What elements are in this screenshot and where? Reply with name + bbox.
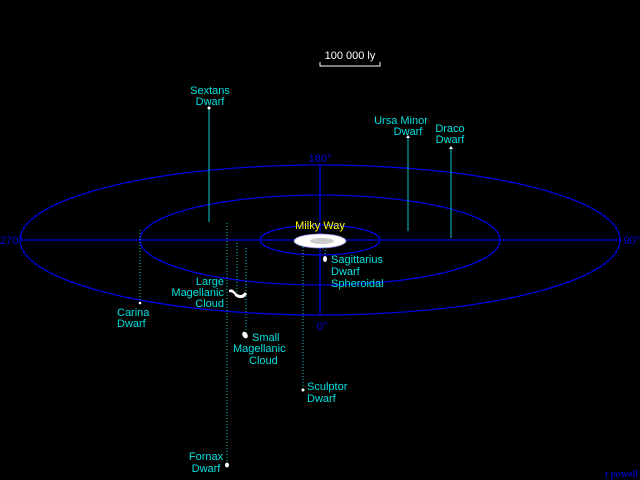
carina-label-line: Carina <box>117 307 150 319</box>
ursa-minor-dot <box>406 135 410 138</box>
label-270: 270° <box>0 235 23 247</box>
lmc-label: Large Magellanic Cloud <box>171 276 224 310</box>
scale-label: 100 000 ly <box>325 50 376 62</box>
lmc-label-line: Large <box>196 276 224 288</box>
milky-way-bulge <box>310 238 334 244</box>
fornax-label-line: Dwarf <box>192 463 222 475</box>
sagittarius-label-line: Dwarf <box>331 266 361 278</box>
sagittarius-label: Sagittarius Dwarf Spheroidal <box>331 254 384 290</box>
sculptor-label: Sculptor Dwarf <box>307 381 348 405</box>
sculptor-label-line: Sculptor <box>307 381 348 393</box>
fornax-label: Fornax Dwarf <box>189 451 224 475</box>
label-0: 0° <box>317 321 328 333</box>
smc-label: Small Magellanic Cloud <box>233 332 286 367</box>
sculptor-dot <box>301 388 305 392</box>
smc-label-line: Small <box>252 332 280 344</box>
smc-blob <box>242 331 248 339</box>
ursa-minor-label-line: Ursa Minor <box>374 115 428 127</box>
lmc-blob <box>229 289 247 299</box>
sextans-dot <box>207 106 211 110</box>
carina-label: Carina Dwarf <box>117 307 150 330</box>
axis-labels: 180° 0° 270° 90° <box>0 153 640 333</box>
sextans-label: Sextans Dwarf <box>190 85 230 108</box>
sagittarius-blob <box>323 256 327 262</box>
milky-way-label: Milky Way <box>295 220 345 232</box>
scale-line <box>319 62 381 67</box>
lmc-label-line: Cloud <box>195 298 224 310</box>
carina-label-line: Dwarf <box>117 318 147 330</box>
fornax-blob <box>225 462 229 468</box>
sagittarius-label-line: Spheroidal <box>331 278 384 290</box>
smc-label-line: Cloud <box>249 355 278 367</box>
sextans-label-line: Dwarf <box>196 96 226 108</box>
draco-label: Draco Dwarf <box>435 123 465 146</box>
sculptor-label-line: Dwarf <box>307 393 337 405</box>
above-plane-lines <box>208 108 452 238</box>
credit: r powell <box>605 469 638 480</box>
label-90: 90° <box>623 235 640 247</box>
scale-bar: 100 000 ly <box>319 50 381 67</box>
fornax-label-line: Fornax <box>189 451 224 463</box>
sagittarius-label-line: Sagittarius <box>331 254 383 266</box>
lmc-label-line: Magellanic <box>171 287 224 299</box>
object-labels: Sextans Dwarf Ursa Minor Dwarf Draco Dwa… <box>117 85 465 475</box>
ursa-minor-label: Ursa Minor Dwarf <box>374 115 428 138</box>
object-markers <box>138 106 453 468</box>
draco-dot <box>449 146 453 149</box>
carina-dot <box>138 301 142 305</box>
smc-label-line: Magellanic <box>233 343 286 355</box>
milky-way: Milky Way <box>293 220 347 249</box>
ursa-minor-label-line: Dwarf <box>394 126 424 138</box>
draco-label-line: Dwarf <box>436 134 466 146</box>
label-180: 180° <box>309 153 332 165</box>
sextans-label-line: Sextans <box>190 85 230 97</box>
draco-label-line: Draco <box>435 123 464 135</box>
